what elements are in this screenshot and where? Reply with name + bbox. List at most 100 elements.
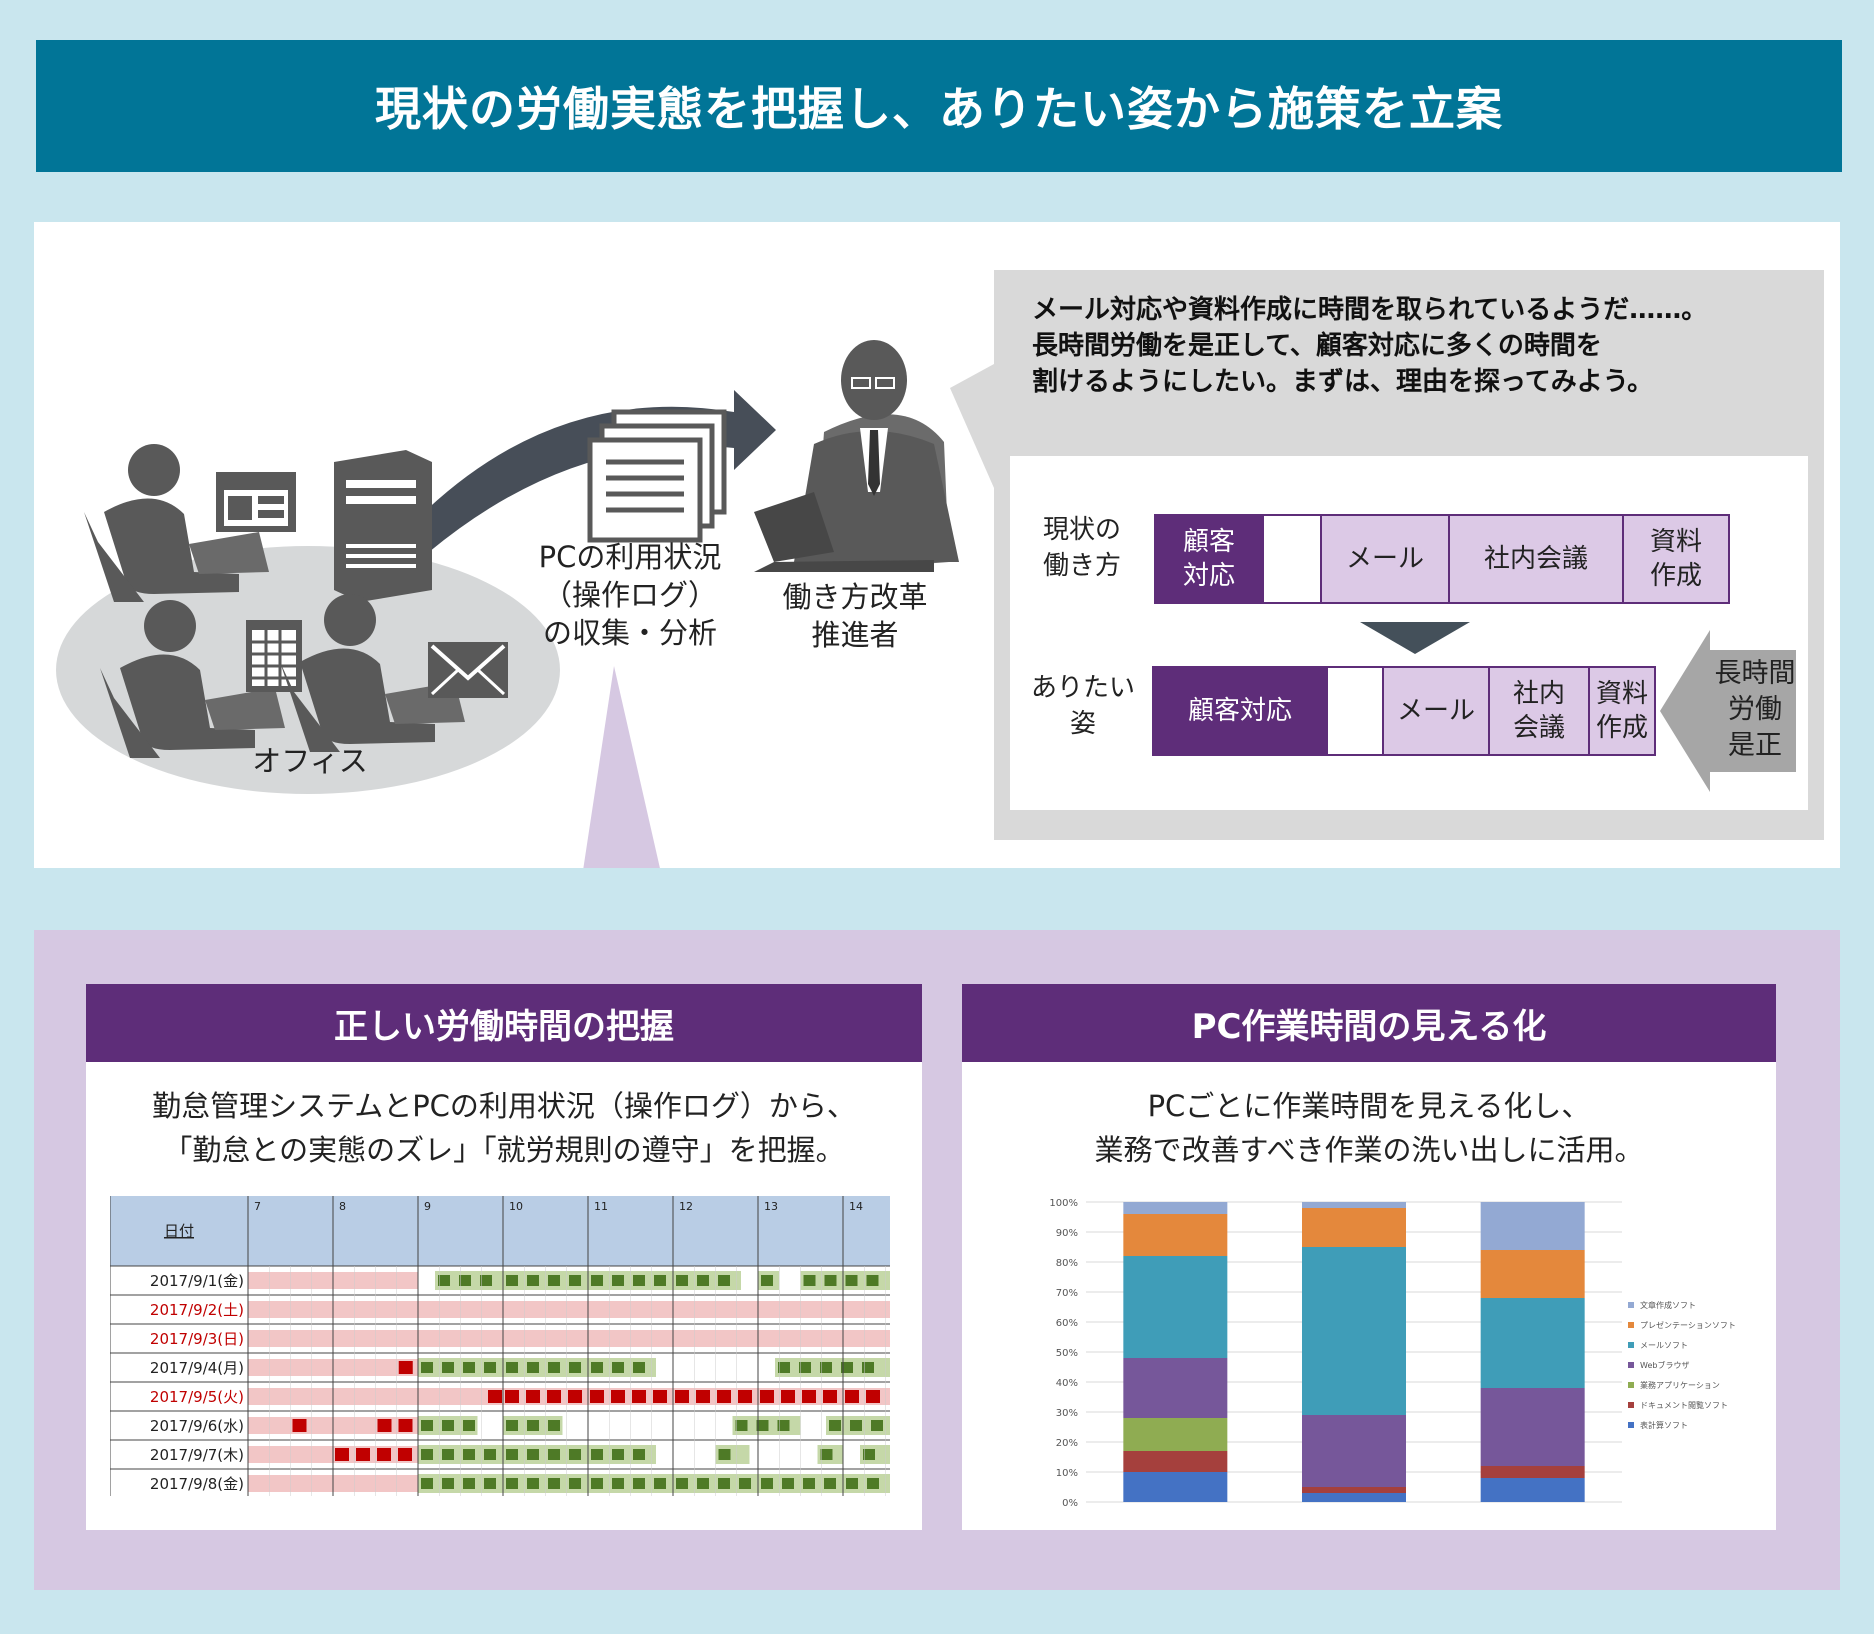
- timesheet-overtime-block: [781, 1390, 795, 1403]
- speech-bubble-text: メール対応や資料作成に時間を取られているようだ……。 長時間労働を是正して、顧客…: [1032, 292, 1812, 400]
- timesheet-activity-block: [871, 1420, 883, 1431]
- timesheet-overtime-block: [398, 1419, 413, 1432]
- current-work-segment: 資料作成: [1622, 514, 1730, 604]
- current-label: 現状の 働き方: [1024, 512, 1140, 584]
- chart-bar-segment: [1302, 1493, 1406, 1502]
- timesheet-activity-block: [862, 1362, 874, 1373]
- timesheet-hour-label: 11: [594, 1200, 608, 1213]
- timesheet-hour-label: 9: [424, 1200, 431, 1213]
- timesheet-activity-block: [697, 1275, 709, 1286]
- chart-legend-label: 業務アプリケーション: [1640, 1380, 1720, 1390]
- timesheet-overtime-block: [717, 1390, 731, 1403]
- current-work-segment-text: 作成: [1649, 561, 1702, 591]
- timesheet-activity-block: [421, 1362, 433, 1373]
- chart-legend-swatch: [1628, 1362, 1634, 1368]
- timesheet-overtime-block: [505, 1390, 519, 1403]
- current-work-segment-text: メール: [1345, 544, 1424, 574]
- timesheet-overtime-block: [547, 1390, 561, 1403]
- timesheet-overtime-block: [675, 1390, 689, 1403]
- chart-bar-segment: [1480, 1388, 1585, 1466]
- timesheet-activity-block: [735, 1420, 748, 1431]
- timesheet-pink-band: [248, 1301, 890, 1318]
- timesheet-activity-block: [438, 1275, 450, 1286]
- chart-bar-segment: [1123, 1214, 1228, 1256]
- timesheet-activity-block: [527, 1362, 539, 1373]
- timesheet-activity-block: [718, 1478, 730, 1489]
- worker-icon: [100, 600, 285, 758]
- left-desc-line: 「勤怠との実態のズレ」「就労規則の遵守」を把握。: [163, 1133, 845, 1167]
- timesheet-hour-label: 8: [339, 1200, 346, 1213]
- overtime-label-line: 是正: [1728, 730, 1782, 761]
- chart-legend-swatch: [1628, 1402, 1634, 1408]
- ideal-work-segment-text: メール: [1396, 696, 1475, 726]
- timesheet-activity-block: [463, 1420, 475, 1431]
- timesheet-activity-block: [846, 1478, 858, 1489]
- timesheet-overtime-block: [738, 1390, 752, 1403]
- bubble-line: 割けるようにしたい。まずは、理由を探ってみよう。: [1032, 367, 1654, 397]
- promoter-label-line: 推進者: [811, 618, 899, 652]
- overtime-label-line: 労働: [1728, 694, 1782, 725]
- chart-ytick-label: 50%: [1056, 1348, 1078, 1359]
- timesheet-activity-block: [506, 1275, 518, 1286]
- timesheet-activity-block: [527, 1478, 539, 1489]
- ideal-work-segment: 社内会議: [1488, 666, 1590, 756]
- timesheet-date: 2017/9/8(金): [150, 1475, 244, 1493]
- spreadsheet-icon: [246, 620, 302, 692]
- current-work-segment-text: 資料: [1649, 527, 1702, 557]
- chart-bar-segment: [1302, 1415, 1406, 1487]
- timesheet-activity-block: [548, 1449, 560, 1460]
- chart-legend-swatch: [1628, 1422, 1634, 1428]
- timesheet-pink-band: [248, 1330, 890, 1347]
- timesheet-activity-block: [676, 1478, 688, 1489]
- timesheet-activity-block: [820, 1362, 832, 1373]
- timesheet-overtime-block: [632, 1390, 646, 1403]
- timesheet-activity-block: [633, 1275, 645, 1286]
- ideal-work-segment: メール: [1382, 666, 1490, 756]
- chart-legend-label: ドキュメント閲覧ソフト: [1640, 1400, 1728, 1410]
- overtime-arrow-label: 長時間 労働 是正: [1712, 656, 1798, 764]
- timesheet-activity-block: [591, 1478, 603, 1489]
- timesheet-overtime-block: [356, 1448, 370, 1461]
- current-label-line: 働き方: [1042, 551, 1121, 581]
- chart-ytick-label: 90%: [1056, 1228, 1078, 1239]
- ideal-work-segment-text: 資料: [1595, 679, 1648, 709]
- timesheet-overtime-block: [526, 1390, 540, 1403]
- timesheet-header-label: 日付: [164, 1222, 194, 1240]
- timesheet-activity-block: [459, 1275, 471, 1286]
- chart-legend-swatch: [1628, 1302, 1634, 1308]
- timesheet-date: 2017/9/1(金): [150, 1272, 244, 1290]
- timesheet-hour-label: 10: [509, 1200, 523, 1213]
- timesheet-overtime-block: [611, 1390, 625, 1403]
- chart-bar-segment: [1480, 1478, 1585, 1502]
- timesheet-activity-block: [612, 1362, 624, 1373]
- timesheet-overtime-block: [377, 1419, 392, 1432]
- ideal-work-segment-text: 社内: [1512, 679, 1565, 709]
- timesheet-activity-block: [506, 1449, 518, 1460]
- office-illustration: [56, 340, 959, 868]
- current-work-segment: 社内会議: [1448, 514, 1624, 604]
- ideal-work-segment: [1326, 666, 1384, 756]
- timesheet-overtime-block: [802, 1390, 816, 1403]
- timesheet-activity-block: [739, 1478, 751, 1489]
- chart-legend-label: Webブラウザ: [1640, 1360, 1689, 1370]
- ideal-work-segment-text: 顧客対応: [1187, 696, 1292, 726]
- ideal-work-segment-text: 会議: [1512, 713, 1565, 743]
- chart-bar-segment: [1123, 1256, 1228, 1358]
- stacked-chart: 0%10%20%30%40%50%60%70%80%90%100%文章作成ソフト…: [1040, 1190, 1760, 1510]
- timesheet-activity-block: [718, 1275, 730, 1286]
- current-work-segment-text: 社内会議: [1483, 544, 1588, 574]
- timesheet-activity-block: [850, 1420, 862, 1431]
- timesheet-activity-block: [820, 1449, 833, 1460]
- chart-legend-label: 表計算ソフト: [1640, 1420, 1688, 1430]
- timesheet-overtime-block: [823, 1390, 837, 1403]
- timesheet-activity-block: [824, 1275, 837, 1286]
- timesheet-activity-block: [569, 1275, 581, 1286]
- timesheet-activity-block: [569, 1449, 581, 1460]
- timesheet-date: 2017/9/6(水): [150, 1417, 244, 1435]
- chart-ytick-label: 20%: [1056, 1438, 1078, 1449]
- timesheet-activity-block: [803, 1478, 815, 1489]
- timesheet-activity-block: [591, 1449, 603, 1460]
- timesheet-overtime-block: [488, 1390, 502, 1403]
- timesheet-activity-block: [548, 1362, 560, 1373]
